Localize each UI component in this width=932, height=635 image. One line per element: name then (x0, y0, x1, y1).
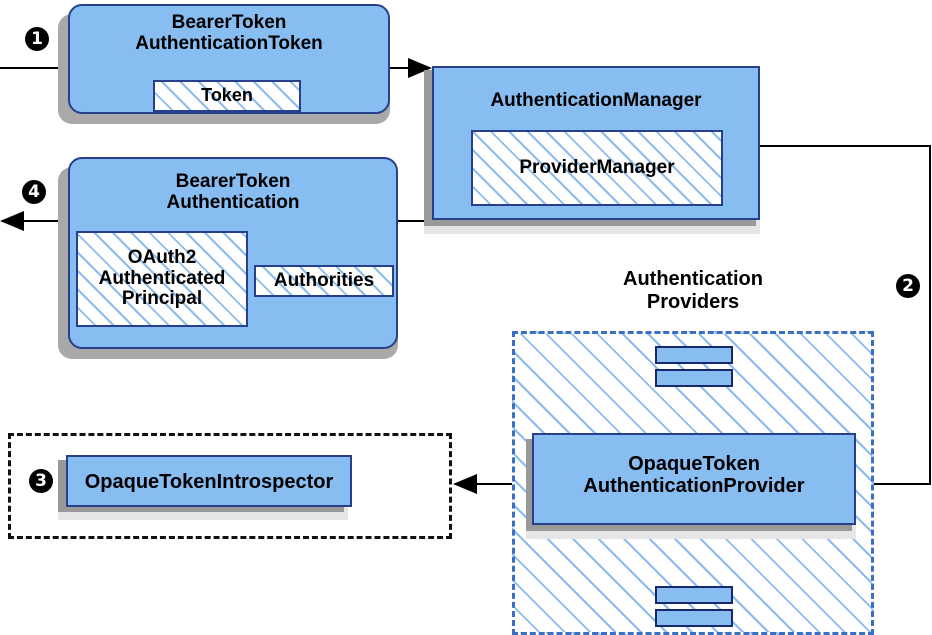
step-1-label: 1 (31, 28, 43, 49)
bearer-token-authentication-token-box[interactable]: BearerToken AuthenticationToken Token (68, 4, 390, 114)
oauth2-authenticated-principal-box[interactable]: OAuth2 Authenticated Principal (76, 231, 248, 327)
opaque-token-introspector-box[interactable]: OpaqueTokenIntrospector (66, 455, 352, 507)
provider-stack-bar-top-2 (655, 369, 733, 387)
provider-manager-inner-box[interactable]: ProviderManager (471, 130, 723, 206)
opaque-token-authentication-provider-box[interactable]: OpaqueToken AuthenticationProvider (532, 433, 856, 525)
token-inner-label: Token (201, 85, 253, 106)
bearer-token-authentication-box[interactable]: BearerToken Authentication OAuth2 Authen… (68, 157, 398, 349)
token-inner-box[interactable]: Token (153, 80, 301, 112)
authentication-manager-title: AuthenticationManager (490, 90, 702, 111)
provider-stack-bar-top-1 (655, 346, 733, 364)
bearer-token-authentication-token-title: BearerToken AuthenticationToken (135, 12, 323, 55)
opaque-token-introspector-title: OpaqueTokenIntrospector (84, 471, 334, 493)
authorities-label: Authorities (273, 269, 375, 291)
step-3-label: 3 (35, 470, 47, 491)
step-1-badge: 1 (25, 27, 49, 51)
provider-stack-bar-bottom-1 (655, 586, 733, 604)
bearer-token-authentication-title: BearerToken Authentication (166, 171, 300, 214)
authorities-box[interactable]: Authorities (254, 265, 394, 297)
step-4-label: 4 (28, 181, 40, 202)
provider-stack-bar-bottom-2 (655, 609, 733, 627)
step-2-badge: 2 (896, 274, 920, 298)
authentication-providers-label: Authentication Providers (623, 268, 763, 313)
step-3-badge: 3 (29, 469, 53, 493)
provider-manager-label: ProviderManager (519, 156, 675, 178)
opaque-token-introspector-region (8, 433, 452, 539)
step-2-label: 2 (902, 275, 914, 296)
step-4-badge: 4 (22, 180, 46, 204)
authentication-manager-box[interactable]: AuthenticationManager ProviderManager (432, 66, 760, 220)
opaque-token-authentication-provider-title: OpaqueToken AuthenticationProvider (583, 453, 805, 498)
oauth2-authenticated-principal-label: OAuth2 Authenticated Principal (98, 246, 226, 310)
